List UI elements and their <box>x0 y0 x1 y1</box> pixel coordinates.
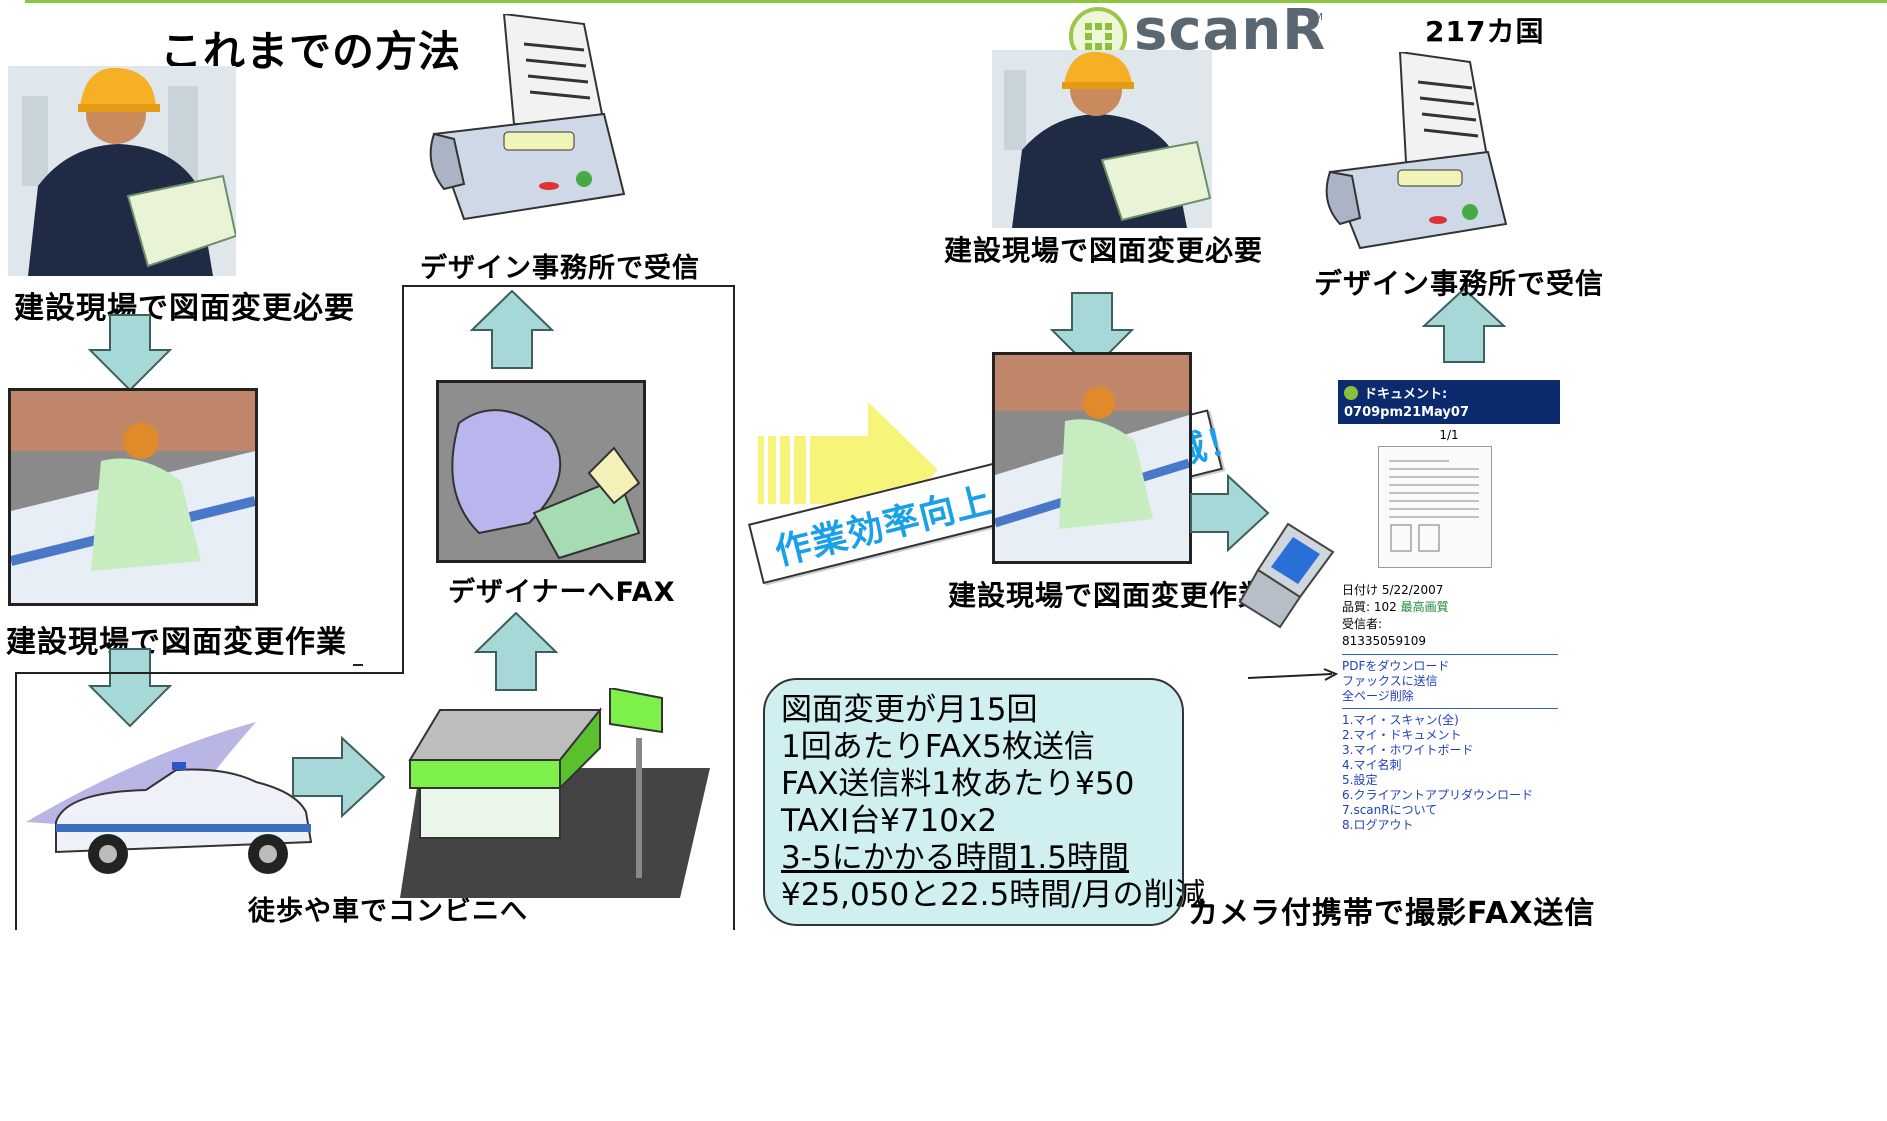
action-send-fax-link[interactable]: ファックスに送信 <box>1342 674 1438 688</box>
menu-item[interactable]: 3.マイ・ホワイトボード <box>1342 743 1474 757</box>
menu-item[interactable]: 4.マイ名刺 <box>1342 758 1402 772</box>
arrow-up-icon <box>470 290 554 370</box>
menu-item[interactable]: 5.設定 <box>1342 773 1378 787</box>
savings-line: 3-5にかかる時間1.5時間 <box>781 840 1129 876</box>
new-camera-label: カメラ付携帯で撮影FAX送信 <box>1188 896 1596 931</box>
old-site-need-label: 建設現場で図面変更必要 <box>14 291 355 326</box>
menu-item[interactable]: 1.マイ・スキャン(全) <box>1342 713 1459 727</box>
country-count: 217カ国 <box>1425 15 1545 48</box>
savings-line: 図面変更が月15回 <box>781 692 1038 728</box>
menu-item[interactable]: 7.scanRについて <box>1342 803 1438 817</box>
worker-drafting-image <box>992 352 1192 564</box>
divider-line <box>733 285 735 930</box>
fax-machine-image <box>1310 52 1510 252</box>
arrow-up-icon <box>1422 288 1506 364</box>
document-id: 0709pm21May07 <box>1344 405 1469 420</box>
new-site-work-label: 建設現場で図面変更作業 <box>948 579 1268 612</box>
action-delete-all-link[interactable]: 全ページ削除 <box>1342 689 1414 703</box>
screen-header-title: ドキュメント: <box>1364 387 1448 402</box>
savings-line: TAXI台¥710x2 <box>781 803 998 839</box>
arrow-down-icon <box>88 648 172 728</box>
divider-line <box>402 285 735 287</box>
screen-header: ドキュメント: 0709pm21May07 <box>1338 380 1560 424</box>
arrow-right-icon <box>292 736 386 818</box>
convenience-store-image <box>400 688 710 906</box>
new-receive-label: デザイン事務所で受信 <box>1314 267 1605 300</box>
arrow-up-icon <box>474 612 558 692</box>
divider-line <box>15 672 17 930</box>
divider-line <box>1342 654 1558 655</box>
fax-sending-image <box>436 380 646 563</box>
savings-line: ¥25,050と22.5時間/月の削減 <box>781 877 1206 913</box>
document-thumbnail[interactable] <box>1378 446 1492 568</box>
divider-line <box>1342 708 1558 709</box>
receiver-number: 81335059109 <box>1342 634 1426 648</box>
old-fax-label: デザイナーへFAX <box>448 577 676 608</box>
divider-line <box>353 664 363 666</box>
arrow-down-icon <box>88 314 172 392</box>
fax-machine-image <box>404 14 630 224</box>
quality-label: 品質: 102 <box>1342 600 1397 614</box>
date-line: 日付け 5/22/2007 <box>1342 583 1444 597</box>
arrow-down-icon <box>1050 292 1134 372</box>
phone-screen: ドキュメント: 0709pm21May07 1/1 日付け 5/22/2007 … <box>1338 380 1560 880</box>
divider-line <box>15 672 403 674</box>
scanr-small-icon <box>1344 385 1358 400</box>
menu-item[interactable]: 8.ログアウト <box>1342 818 1414 832</box>
receiver-label: 受信者: <box>1342 617 1383 631</box>
action-download-pdf-link[interactable]: PDFをダウンロード <box>1342 659 1450 673</box>
pointer-arrow-icon <box>1248 668 1338 684</box>
worker-on-phone-image <box>8 66 236 276</box>
savings-line: 1回あたりFAX5枚送信 <box>781 729 1095 765</box>
top-rule <box>25 0 1887 3</box>
arrow-right-icon <box>1190 474 1270 552</box>
new-site-need-label: 建設現場で図面変更必要 <box>944 234 1264 267</box>
savings-line: FAX送信料1枚あたり¥50 <box>781 766 1135 802</box>
quality-value: 最高画質 <box>1400 600 1449 614</box>
taxi-car-image <box>26 712 326 892</box>
logo-mark: SM <box>1308 12 1323 23</box>
menu-item[interactable]: 2.マイ・ドキュメント <box>1342 728 1462 742</box>
worker-on-phone-image <box>992 50 1212 228</box>
camera-phone-image <box>1238 522 1338 630</box>
divider-line <box>402 285 404 674</box>
old-walk-label: 徒歩や車でコンビニへ <box>248 896 528 927</box>
old-site-work-label: 建設現場で図面変更作業 <box>6 625 347 660</box>
page-indicator: 1/1 <box>1439 428 1459 442</box>
savings-callout: 図面変更が月15回 1回あたりFAX5枚送信 FAX送信料1枚あたり¥50 TA… <box>763 678 1206 926</box>
menu-item[interactable]: 6.クライアントアプリダウンロード <box>1342 788 1533 802</box>
worker-drafting-image <box>8 388 258 606</box>
old-receive-label: デザイン事務所で受信 <box>420 253 700 284</box>
